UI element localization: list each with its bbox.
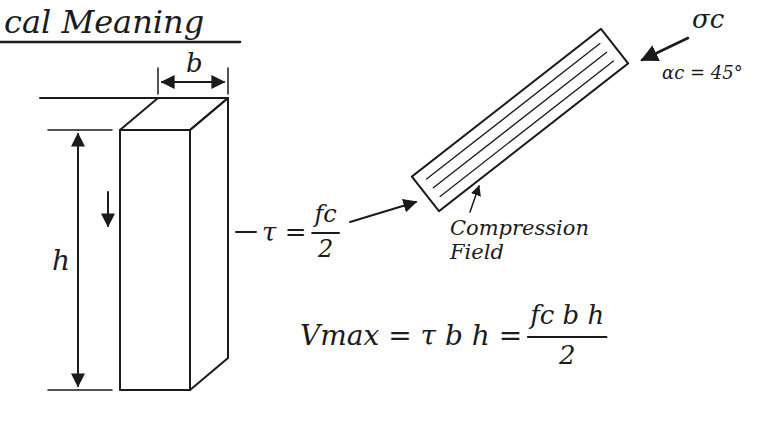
dimension-line — [162, 81, 224, 83]
block-front-face — [120, 130, 190, 390]
leader-line — [470, 186, 479, 212]
angle-label: αc = 45° — [662, 64, 743, 82]
dimension-line — [77, 134, 79, 386]
stress-label: σc — [692, 6, 724, 32]
extension-line — [227, 68, 229, 94]
callout-label: Compression Field — [450, 216, 610, 264]
extension-line — [48, 389, 112, 391]
shear-arrow — [107, 192, 109, 226]
fraction-bar — [311, 232, 339, 234]
title-underline — [0, 41, 240, 44]
formula: 2 — [318, 237, 333, 261]
leader-line — [236, 231, 256, 233]
block-top-face — [120, 98, 228, 130]
stress-arrow — [642, 38, 688, 60]
formula: fc — [314, 202, 336, 226]
heading: cal Meaning — [4, 6, 204, 38]
extension-line — [40, 97, 158, 99]
dimension-label: b — [186, 50, 203, 76]
fraction-bar — [527, 336, 607, 338]
block-side-face — [190, 98, 228, 390]
compression-strut — [412, 29, 628, 211]
dimension-label: h — [52, 247, 70, 275]
equation: Vmax = τ b h = — [300, 322, 522, 350]
stress-arrow — [350, 202, 416, 222]
equation: fc b h — [530, 302, 604, 328]
extension-line — [157, 68, 159, 94]
extension-line — [48, 129, 112, 131]
formula: τ = — [262, 219, 306, 245]
equation: 2 — [559, 342, 576, 368]
